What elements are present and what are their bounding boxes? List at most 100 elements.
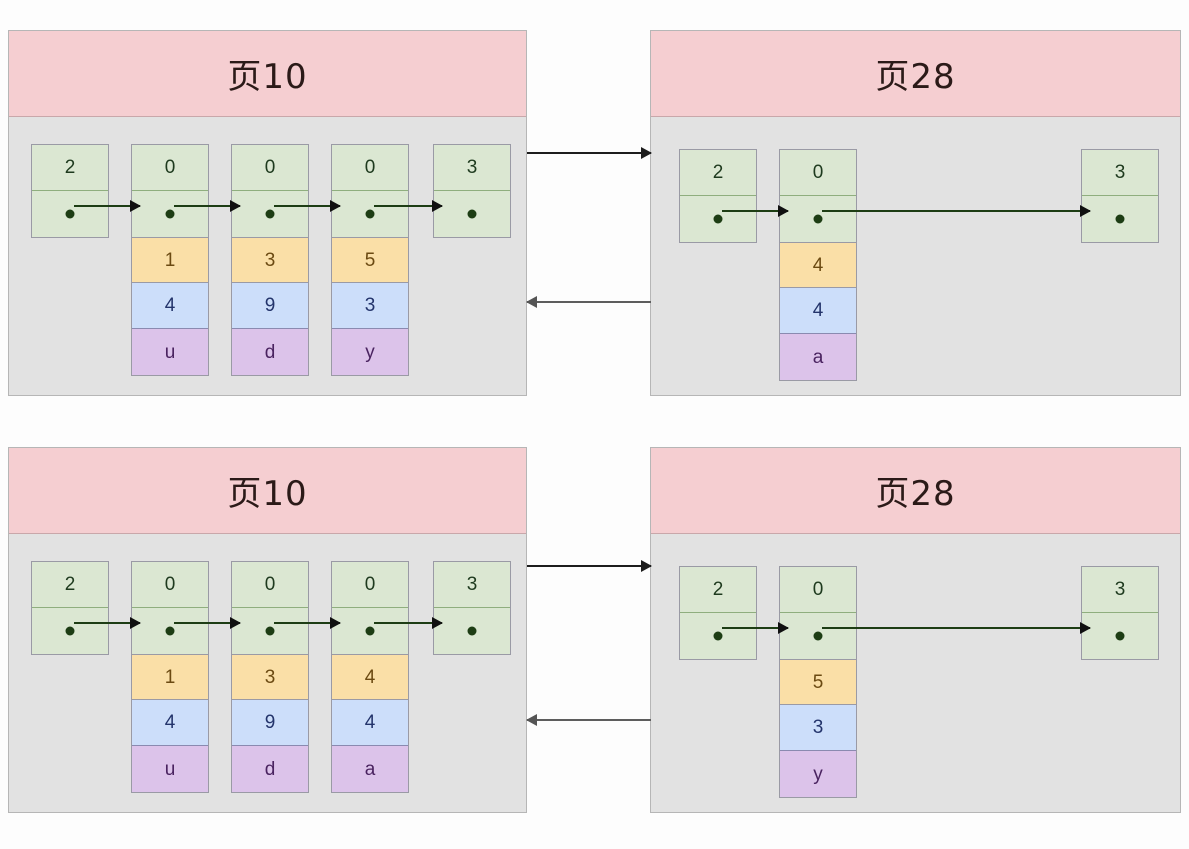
- list-node: 3: [433, 561, 511, 655]
- list-node: 2: [679, 566, 757, 660]
- node-key: 0: [232, 145, 308, 191]
- node-key: 2: [32, 562, 108, 608]
- page-title: 页28: [875, 474, 956, 514]
- node-field-blue: 4: [780, 288, 856, 334]
- node-key: 0: [780, 150, 856, 196]
- connector-arrow-top-forward: [527, 152, 651, 154]
- pointer-arrow: [74, 205, 140, 207]
- node-pointer-dot: [32, 608, 108, 654]
- pointer-arrow: [274, 622, 340, 624]
- panel-top-left: 页10 2 0 1 4 u 0 3 9 d 0 5 3 y 3: [8, 30, 527, 396]
- pointer-arrow: [274, 205, 340, 207]
- node-pointer-dot: [1082, 613, 1158, 659]
- connector-arrow-top-backward: [527, 301, 651, 303]
- panel-header-top-left: 页10: [9, 31, 526, 117]
- node-key: 2: [680, 567, 756, 613]
- list-node: 3: [1081, 566, 1159, 660]
- node-pointer-dot: [232, 191, 308, 237]
- node-pointer-dot: [680, 196, 756, 242]
- panel-header-bottom-right: 页28: [651, 448, 1180, 534]
- page-title: 页28: [875, 57, 956, 97]
- list-node: 0 1 4 u: [131, 561, 209, 793]
- node-field-purple: y: [780, 751, 856, 797]
- node-key: 2: [680, 150, 756, 196]
- node-key: 0: [332, 562, 408, 608]
- node-field-blue: 3: [780, 705, 856, 751]
- node-pointer-dot: [332, 608, 408, 654]
- node-field-orange: 3: [232, 237, 308, 283]
- panel-bottom-left: 页10 2 0 1 4 u 0 3 9 d 0 4 4 a 3: [8, 447, 527, 813]
- pointer-arrow: [74, 622, 140, 624]
- node-field-blue: 4: [132, 700, 208, 746]
- node-key: 0: [332, 145, 408, 191]
- node-field-blue: 9: [232, 700, 308, 746]
- list-node: 3: [433, 144, 511, 238]
- node-pointer-dot: [232, 608, 308, 654]
- node-field-purple: u: [132, 746, 208, 792]
- panel-body-top-right: 2 0 4 4 a 3: [651, 117, 1180, 395]
- node-field-orange: 5: [332, 237, 408, 283]
- node-field-orange: 4: [332, 654, 408, 700]
- node-key: 0: [132, 562, 208, 608]
- node-pointer-dot: [132, 191, 208, 237]
- node-field-purple: a: [332, 746, 408, 792]
- panel-body-bottom-right: 2 0 5 3 y 3: [651, 534, 1180, 812]
- node-key: 3: [1082, 150, 1158, 196]
- node-field-orange: 3: [232, 654, 308, 700]
- list-node: 2: [31, 561, 109, 655]
- pointer-arrow: [174, 205, 240, 207]
- list-node: 3: [1081, 149, 1159, 243]
- node-pointer-dot: [434, 608, 510, 654]
- node-pointer-dot: [332, 191, 408, 237]
- node-field-blue: 9: [232, 283, 308, 329]
- panel-body-top-left: 2 0 1 4 u 0 3 9 d 0 5 3 y 3: [9, 117, 526, 395]
- panel-bottom-right: 页28 2 0 5 3 y 3: [650, 447, 1181, 813]
- connector-arrow-bottom-backward: [527, 719, 651, 721]
- panel-body-bottom-left: 2 0 1 4 u 0 3 9 d 0 4 4 a 3: [9, 534, 526, 812]
- node-pointer-dot: [1082, 196, 1158, 242]
- node-field-blue: 3: [332, 283, 408, 329]
- node-pointer-dot: [32, 191, 108, 237]
- node-pointer-dot: [780, 196, 856, 242]
- list-node: 2: [679, 149, 757, 243]
- list-node: 0 4 4 a: [331, 561, 409, 793]
- list-node: 0 5 3 y: [331, 144, 409, 376]
- pointer-arrow: [722, 627, 788, 629]
- node-field-purple: u: [132, 329, 208, 375]
- connector-arrow-bottom-forward: [527, 565, 651, 567]
- list-node: 0 3 9 d: [231, 561, 309, 793]
- node-key: 3: [1082, 567, 1158, 613]
- node-pointer-dot: [132, 608, 208, 654]
- node-field-orange: 1: [132, 237, 208, 283]
- node-pointer-dot: [780, 613, 856, 659]
- node-field-purple: d: [232, 329, 308, 375]
- pointer-arrow: [722, 210, 788, 212]
- node-pointer-dot: [434, 191, 510, 237]
- list-node: 2: [31, 144, 109, 238]
- pointer-arrow: [374, 205, 442, 207]
- list-node: 0 1 4 u: [131, 144, 209, 376]
- panel-header-top-right: 页28: [651, 31, 1180, 117]
- pointer-arrow: [822, 210, 1090, 212]
- node-field-blue: 4: [332, 700, 408, 746]
- node-field-purple: d: [232, 746, 308, 792]
- node-field-orange: 1: [132, 654, 208, 700]
- node-field-orange: 4: [780, 242, 856, 288]
- node-field-orange: 5: [780, 659, 856, 705]
- panel-header-bottom-left: 页10: [9, 448, 526, 534]
- node-key: 0: [780, 567, 856, 613]
- page-title: 页10: [227, 474, 308, 514]
- node-key: 2: [32, 145, 108, 191]
- node-key: 3: [434, 562, 510, 608]
- node-key: 0: [232, 562, 308, 608]
- pointer-arrow: [374, 622, 442, 624]
- node-field-blue: 4: [132, 283, 208, 329]
- node-field-purple: a: [780, 334, 856, 380]
- node-key: 0: [132, 145, 208, 191]
- list-node: 0 3 9 d: [231, 144, 309, 376]
- node-pointer-dot: [680, 613, 756, 659]
- pointer-arrow: [174, 622, 240, 624]
- list-node: 0 5 3 y: [779, 566, 857, 798]
- node-key: 3: [434, 145, 510, 191]
- page-title: 页10: [227, 57, 308, 97]
